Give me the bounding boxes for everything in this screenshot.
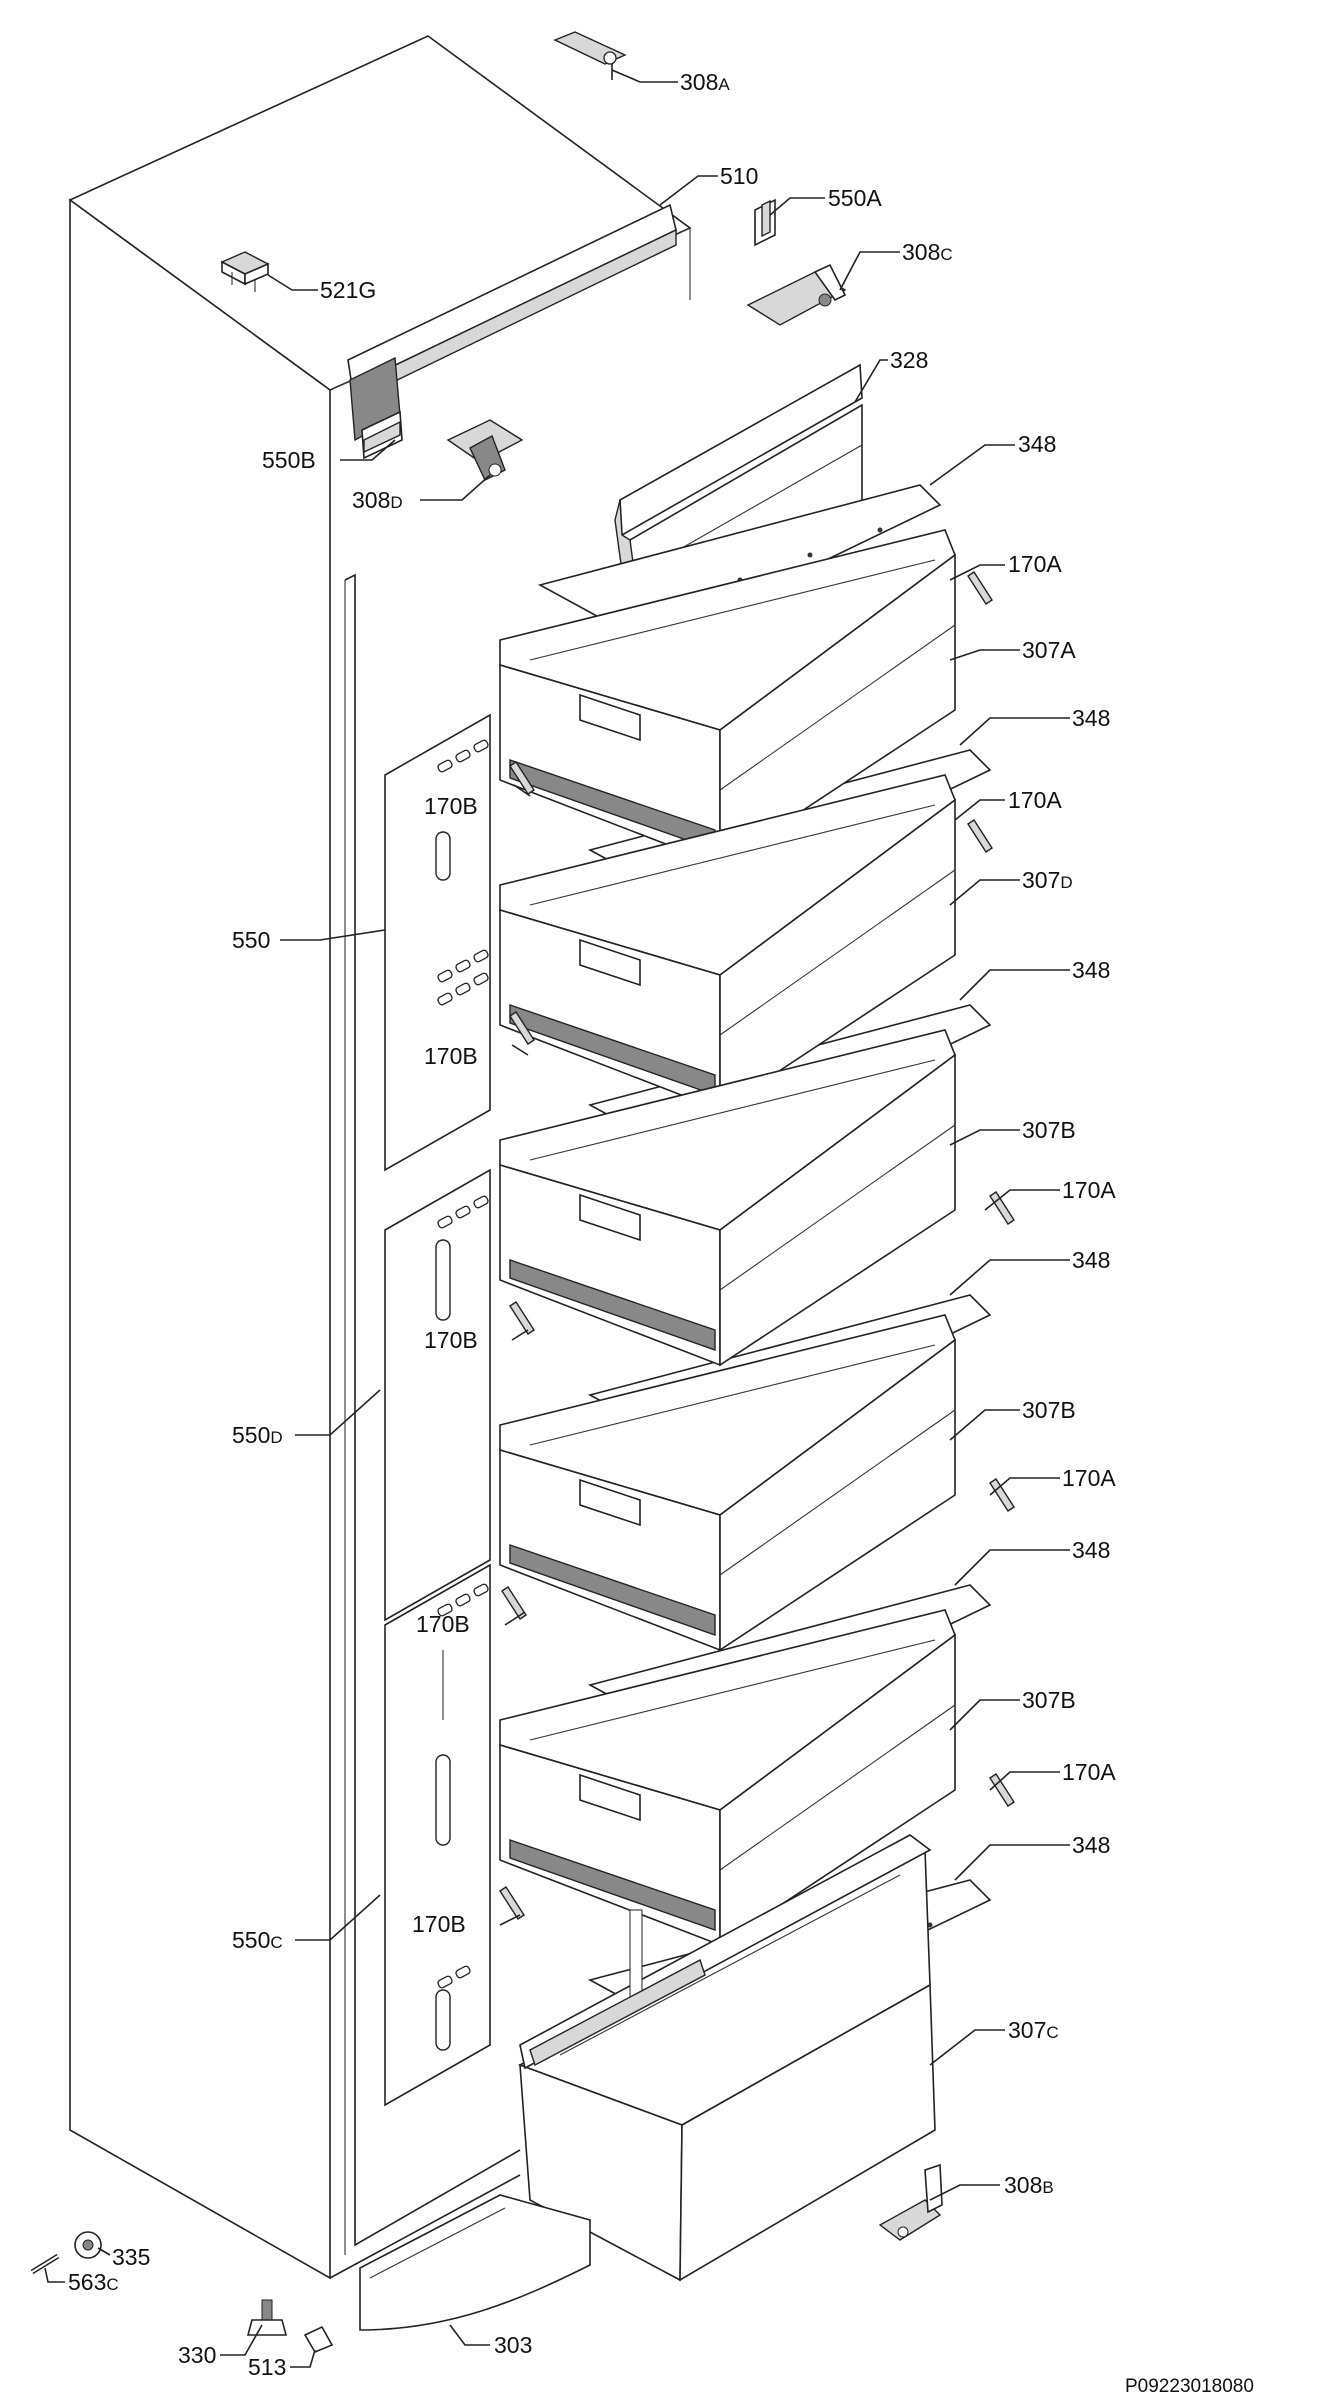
leader-lines [44, 69, 1070, 2368]
label-307d: 307D [1022, 867, 1073, 893]
clip-170a [967, 819, 993, 853]
label-510: 510 [720, 163, 758, 189]
label-550a: 550A [828, 185, 882, 211]
hinge-308d [446, 419, 524, 481]
label-513: 513 [248, 2354, 286, 2380]
control-panel-strip [347, 203, 677, 442]
hinge-308b [878, 2163, 943, 2241]
label-521g: 521G [320, 277, 376, 303]
clip-170a [989, 1478, 1015, 1512]
clip-550a [754, 198, 776, 247]
clip-170b [499, 1886, 525, 1920]
drawer-handle [579, 938, 641, 987]
pin-563c [30, 2253, 60, 2275]
label-170a-2: 170A [1008, 787, 1062, 813]
foot-335 [74, 2231, 102, 2259]
plinth-303 [359, 2194, 591, 2331]
drawer [499, 1609, 956, 1947]
drawer-handle [579, 693, 641, 742]
label-328: 328 [890, 347, 928, 373]
label-170a-3: 170A [1062, 1177, 1116, 1203]
label-170a-4: 170A [1062, 1465, 1116, 1491]
drawer [499, 529, 956, 867]
label-307b-1: 307B [1022, 1117, 1076, 1143]
shelf-clips [499, 571, 1015, 1920]
shelf-rivet [927, 1922, 933, 1928]
label-348-4: 348 [1072, 1247, 1110, 1273]
label-307b-3: 307B [1022, 1687, 1076, 1713]
clip-170b [509, 761, 535, 795]
label-170b-3: 170B [424, 1327, 478, 1353]
label-335: 335 [112, 2244, 150, 2270]
clip-170a [989, 1773, 1015, 1807]
label-330: 330 [178, 2342, 216, 2368]
label-308d: 308D [352, 487, 403, 513]
side-panel-550c [384, 1563, 491, 2107]
label-348-5: 348 [1072, 1537, 1110, 1563]
label-170b-4: 170B [416, 1611, 470, 1637]
label-307a: 307A [1022, 637, 1076, 663]
bottom-drawer-307c [518, 1834, 936, 2282]
label-348-6: 348 [1072, 1832, 1110, 1858]
drawer [499, 1314, 956, 1652]
label-307b-2: 307B [1022, 1397, 1076, 1423]
label-170a-1: 170A [1008, 551, 1062, 577]
bracket-513 [303, 2325, 334, 2354]
label-348-3: 348 [1072, 957, 1110, 983]
label-550d: 550D [232, 1422, 283, 1448]
label-170b-2: 170B [424, 1043, 478, 1069]
drawer-handle [579, 1773, 641, 1822]
label-563c: 563C [68, 2269, 119, 2295]
side-panel-550d [384, 1168, 491, 1622]
drawer [499, 1029, 956, 1367]
label-170a-5: 170A [1062, 1759, 1116, 1785]
label-303: 303 [494, 2332, 532, 2358]
label-550c: 550C [232, 1927, 283, 1953]
adjusting-foot-330 [246, 2299, 288, 2336]
side-panel-550 [384, 713, 491, 1172]
cap-521g [220, 251, 270, 292]
freezer-drawers [499, 529, 956, 1947]
drawing-reference-code: P09223018080 [1125, 2376, 1254, 2397]
label-307c: 307C [1008, 2017, 1059, 2043]
drawer-handle [579, 1478, 641, 1527]
freezer-cabinet [68, 35, 692, 2280]
clip-170b [509, 1301, 535, 1335]
label-308b: 308B [1004, 2172, 1054, 2198]
part-labels: 308A 510 550A 308C 521G 328 550B 308D 34… [68, 69, 1116, 2380]
clip-550b [361, 410, 403, 460]
hinge-308a [553, 31, 627, 80]
drawer-handle [579, 1193, 641, 1242]
drawer [499, 774, 956, 1112]
clip-170b [501, 1586, 527, 1620]
clip-170b [509, 1011, 535, 1045]
label-170b-5: 170B [412, 1911, 466, 1937]
label-348-2: 348 [1072, 705, 1110, 731]
clip-170a [989, 1191, 1015, 1225]
label-170b-1: 170B [424, 793, 478, 819]
label-550: 550 [232, 927, 270, 953]
clip-170a [967, 571, 993, 605]
shelf-rivet [877, 527, 883, 533]
shelf-rivet [807, 552, 813, 558]
hinge-308c [746, 263, 847, 326]
label-348-1: 348 [1018, 431, 1056, 457]
label-308a: 308A [680, 69, 730, 95]
label-550b: 550B [262, 447, 316, 473]
label-308c: 308C [902, 239, 953, 265]
